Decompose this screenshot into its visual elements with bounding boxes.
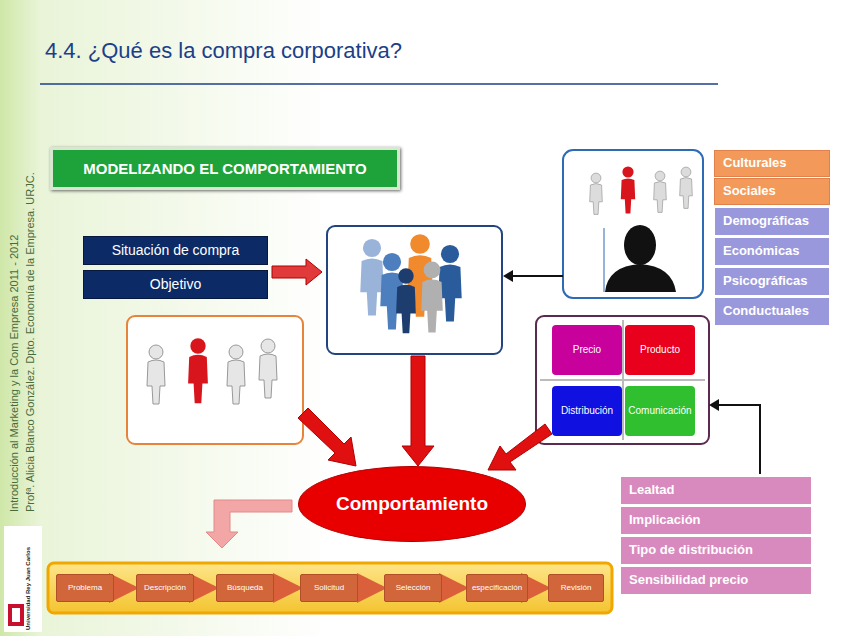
process-step: Problema	[56, 574, 114, 602]
section-banner: MODELIZANDO EL COMPORTAMIENTO	[50, 147, 400, 190]
node-text: Situación de compra	[112, 242, 240, 258]
process-step: Solicitud	[300, 574, 358, 602]
node-text: Objetivo	[150, 276, 201, 292]
process-step: Selección	[384, 574, 442, 602]
situation-box: Objetivo	[83, 270, 268, 299]
node-text: MODELIZANDO EL COMPORTAMIENTO	[83, 160, 366, 177]
node-text: Distribución	[561, 405, 613, 417]
factor-band: Tipo de distribución	[620, 536, 812, 565]
node-text: Lealtad	[629, 483, 675, 498]
image-box	[327, 226, 502, 354]
process-step: Revisión	[548, 574, 604, 602]
logo	[4, 526, 42, 632]
people-figure	[147, 338, 277, 404]
factor-band: Conductuales	[714, 297, 830, 326]
node-text: Tipo de distribución	[629, 543, 753, 558]
step-arrow	[444, 586, 464, 591]
crowd-figure	[360, 234, 461, 333]
node-text: Implicación	[629, 513, 701, 528]
node-text: Sensibilidad precio	[629, 573, 748, 588]
pink-arrow	[206, 500, 292, 548]
slide-title: 4.4. ¿Qué es la compra corporativa?	[45, 38, 402, 64]
node-text: Comunicación	[628, 405, 691, 417]
step-arrow	[116, 586, 134, 591]
silhouette	[605, 225, 676, 292]
node-text: Comportamiento	[336, 493, 488, 515]
step-arrow	[360, 586, 382, 591]
node-text: Demográficas	[723, 214, 809, 229]
image-box	[127, 316, 303, 444]
step-arrow	[530, 586, 546, 591]
factor-band: Demográficas	[714, 207, 830, 236]
image-box	[563, 150, 703, 298]
people-figure	[590, 166, 693, 214]
node-text: Revisión	[561, 583, 592, 592]
mix-box: Comunicación	[625, 386, 695, 436]
node-text: Psicográficas	[723, 274, 808, 289]
node-text: Sociales	[723, 184, 776, 199]
node-text: Económicas	[723, 244, 800, 259]
red-arrow	[272, 259, 552, 470]
factor-band: Lealtad	[620, 476, 812, 505]
node-text: Problema	[68, 583, 102, 592]
factor-band: Sensibilidad precio	[620, 566, 812, 595]
step-arrow	[276, 586, 298, 591]
node-text: Producto	[640, 344, 680, 356]
node-text: Solicitud	[314, 583, 344, 592]
mix-box: Precio	[552, 325, 622, 375]
node-text: Precio	[573, 344, 601, 356]
side-note: Profª. Alicia Blanco González. Dpto. Eco…	[24, 82, 36, 512]
node-text: especificación	[472, 583, 522, 592]
behaviour-ellipse: Comportamiento	[298, 466, 526, 542]
node-text: Culturales	[723, 156, 787, 171]
node-text: Conductuales	[723, 304, 809, 319]
side-note: Universidad Rey Juan Carlos	[25, 530, 31, 630]
node-text: Descripción	[144, 583, 186, 592]
node-text: Selección	[396, 583, 431, 592]
factor-band: Implicación	[620, 506, 812, 535]
step-arrow	[196, 586, 214, 591]
factor-band: Sociales	[714, 178, 830, 205]
factor-band: Psicográficas	[714, 267, 830, 296]
side-note: Introducción al Marketing y la Com Empre…	[8, 82, 20, 512]
process-step: especificación	[466, 574, 528, 602]
factor-band: Culturales	[714, 150, 830, 177]
process-step: Descripción	[136, 574, 194, 602]
situation-box: Situación de compra	[83, 236, 268, 265]
mix-box: Producto	[625, 325, 695, 375]
factor-band: Económicas	[714, 237, 830, 266]
title-rule	[40, 83, 718, 85]
mix-frame	[536, 316, 709, 444]
mix-box: Distribución	[552, 386, 622, 436]
node-text: Búsqueda	[227, 583, 263, 592]
process-step: Búsqueda	[216, 574, 274, 602]
process-band	[48, 563, 612, 613]
